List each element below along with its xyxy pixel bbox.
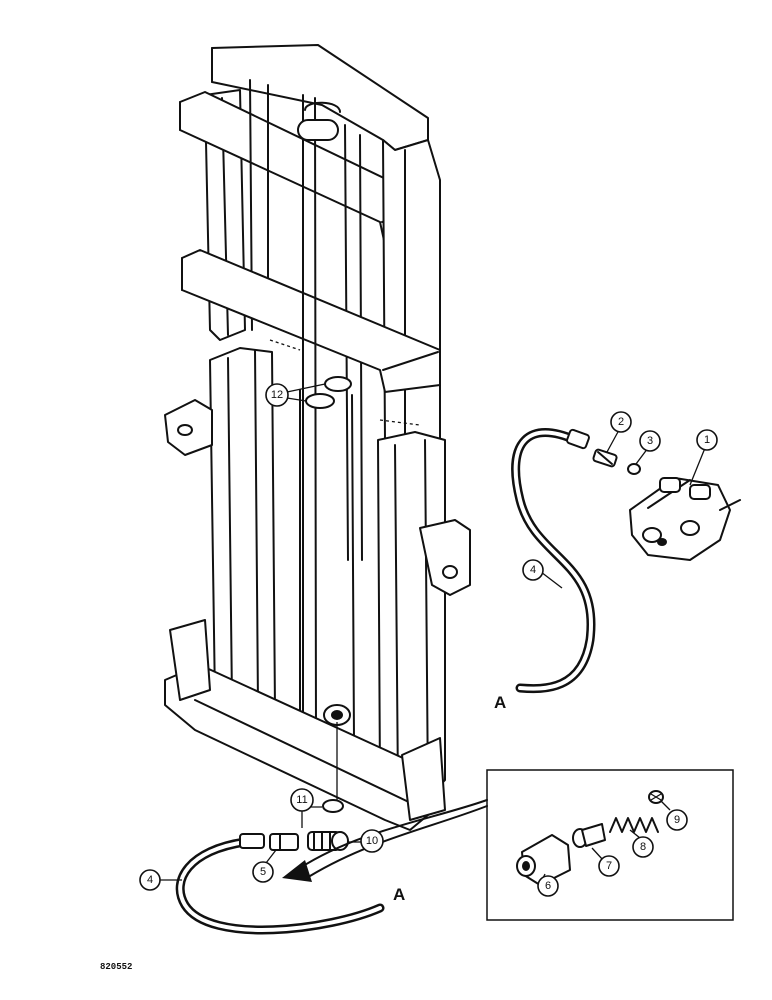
svg-text:10: 10 xyxy=(366,835,378,847)
svg-text:12: 12 xyxy=(271,389,283,401)
tee-fitting-10 xyxy=(307,831,349,851)
svg-text:2: 2 xyxy=(618,416,624,428)
adapter-fitting-2 xyxy=(592,448,618,468)
callout-8: 8 xyxy=(629,829,654,858)
svg-text:3: 3 xyxy=(647,435,653,447)
mast-assembly xyxy=(164,44,471,831)
svg-text:1: 1 xyxy=(704,434,710,446)
callout-4-lower: 4 xyxy=(139,869,182,891)
hose-lower-4 xyxy=(175,833,385,935)
check-valve-fitting-5 xyxy=(269,833,299,851)
svg-text:9: 9 xyxy=(674,814,680,826)
svg-text:5: 5 xyxy=(260,866,266,878)
svg-text:4: 4 xyxy=(530,564,536,576)
o-ring-3 xyxy=(627,463,641,475)
svg-text:7: 7 xyxy=(606,860,612,872)
o-ring-11 xyxy=(322,799,344,813)
callout-6: 6 xyxy=(537,873,559,897)
callout-7: 7 xyxy=(591,847,620,877)
poppet-7 xyxy=(572,823,606,848)
callout-2: 2 xyxy=(606,411,632,453)
callout-1: 1 xyxy=(689,429,718,486)
svg-text:11: 11 xyxy=(296,794,307,806)
callout-4-upper: 4 xyxy=(522,559,563,589)
connection-marker-a-lower: A xyxy=(393,885,405,904)
svg-text:8: 8 xyxy=(640,841,646,853)
svg-text:4: 4 xyxy=(147,874,153,886)
callout-11: 11 xyxy=(290,788,322,828)
detail-inset xyxy=(486,769,734,921)
callout-3: 3 xyxy=(635,430,661,465)
seat-9 xyxy=(648,790,664,804)
connection-marker-a-upper: A xyxy=(494,693,506,712)
callout-9: 9 xyxy=(660,800,688,831)
callout-12: 12 xyxy=(265,383,326,407)
svg-text:6: 6 xyxy=(545,880,551,892)
spring-8 xyxy=(609,817,659,833)
callout-10: 10 xyxy=(348,829,384,853)
callout-5: 5 xyxy=(252,849,277,883)
drawing-number: 820552 xyxy=(100,962,132,972)
lowering-valve-1 xyxy=(629,477,741,561)
seal-rings-12 xyxy=(305,376,352,409)
valve-body-6 xyxy=(516,834,571,886)
detail-reference-arrow xyxy=(282,799,488,882)
hose-upper-4 xyxy=(511,428,596,694)
